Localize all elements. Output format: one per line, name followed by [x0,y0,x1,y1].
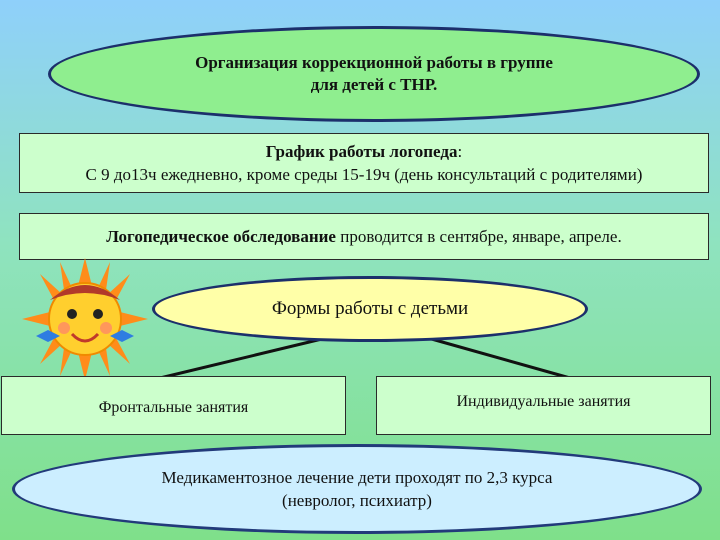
schedule-box: График работы логопеда: С 9 до13ч ежедне… [19,133,709,193]
connector-right [427,336,571,380]
individual-box: Индивидуальные занятия [376,376,711,435]
title-oval: Организация коррекционной работы в групп… [48,26,700,122]
exam-rest: проводится в сентябре, январе, апреле. [335,226,622,246]
connector-left [159,336,327,380]
individual-label: Индивидуальные занятия [456,392,631,410]
exam-box: Логопедическое обследование проводится в… [19,213,709,260]
forms-label: Формы работы с детьми [271,298,469,319]
schedule-heading-suffix: : [457,142,463,161]
schedule-heading: График работы логопеда [265,142,458,161]
title-line-2: для детей с ТНР. [310,75,438,94]
schedule-detail: С 9 до13ч ежедневно, кроме среды 15-19ч … [85,165,643,184]
medication-line-2: (невролог, психиатр) [282,491,432,510]
sun-girl-icon [22,258,148,380]
medication-line-1: Медикаментозное лечение дети проходят по… [161,468,553,487]
exam-bold: Логопедическое обследование [106,226,336,246]
schedule-heading-row: График работы логопеда: [86,140,643,163]
medication-oval: Медикаментозное лечение дети проходят по… [12,444,702,534]
title-line-1: Организация коррекционной работы в групп… [195,53,553,72]
frontal-label: Фронтальные занятия [98,398,249,416]
frontal-box: Фронтальные занятия [1,376,346,435]
forms-oval: Формы работы с детьми [152,276,588,342]
